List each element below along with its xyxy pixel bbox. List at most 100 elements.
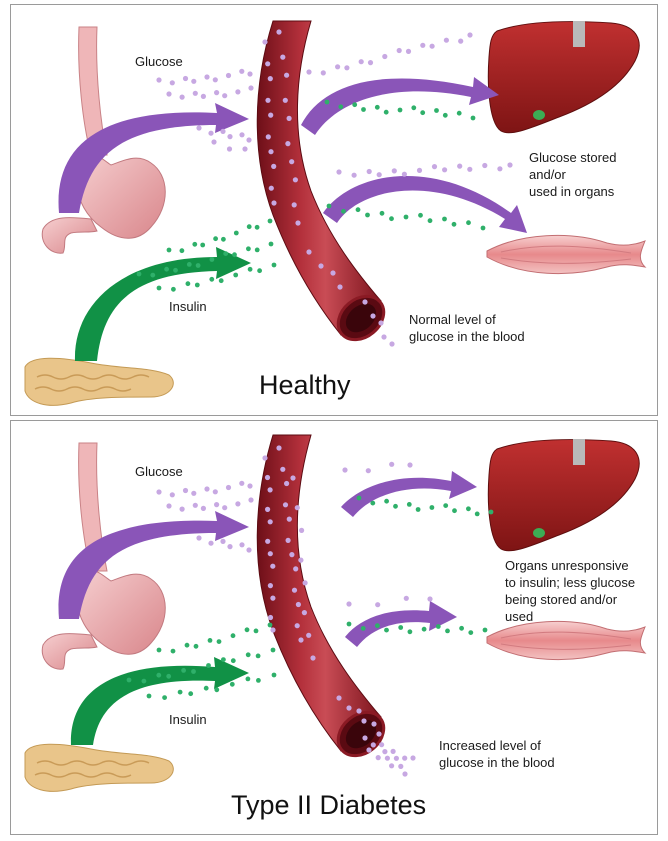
molecule-dot: [403, 595, 409, 601]
healthy-illustration: [24, 20, 647, 406]
molecule-dot: [204, 74, 210, 80]
molecule-dot: [136, 271, 142, 277]
molecule-dot: [294, 505, 300, 511]
molecule-dot: [370, 313, 376, 319]
molecule-dot: [466, 220, 471, 226]
molecule-dot: [384, 627, 389, 633]
molecule-dot: [378, 320, 384, 326]
molecule-dot: [156, 77, 162, 83]
molecule-dot: [467, 32, 473, 38]
blood-level-label: Normal level of glucose in the blood: [409, 311, 525, 345]
molecule-dot: [276, 29, 282, 35]
molecule-dot: [280, 466, 286, 472]
molecule-dots: [136, 29, 513, 347]
molecule-dot: [418, 212, 423, 218]
molecule-dot: [324, 99, 330, 105]
molecule-dot: [497, 166, 503, 172]
molecule-dot: [299, 527, 305, 533]
organs-label-line: being stored and/or: [505, 592, 618, 607]
molecule-dot: [375, 755, 381, 761]
glucose-to-blood-arrow: [58, 103, 249, 213]
molecule-dot: [196, 125, 202, 131]
molecule-dot: [166, 673, 172, 679]
molecule-dot: [166, 247, 172, 253]
molecule-dot: [227, 544, 233, 550]
molecule-dot: [184, 642, 190, 648]
molecule-dot: [302, 580, 308, 586]
molecule-dot: [342, 467, 348, 473]
blood-level-label: Increased level of glucose in the blood: [439, 737, 555, 771]
glucose-to-blood-arrow: [58, 511, 249, 619]
molecule-dot: [335, 64, 341, 70]
molecule-dot: [282, 97, 288, 103]
molecule-dot: [410, 755, 416, 761]
molecule-dots: [126, 445, 494, 777]
molecule-dot: [276, 445, 282, 451]
molecule-dot: [257, 268, 262, 274]
molecule-dot: [456, 110, 462, 116]
molecule-dot: [170, 648, 176, 654]
molecule-dot: [398, 763, 404, 769]
molecule-dot: [227, 134, 233, 140]
molecule-dot: [204, 486, 210, 492]
molecule-dot: [162, 695, 168, 700]
molecule-dot: [245, 652, 251, 658]
molecule-dot: [200, 93, 206, 99]
molecule-dot: [214, 687, 220, 693]
molecule-dot: [164, 266, 170, 272]
molecule-dot: [411, 105, 417, 111]
molecule-dot: [482, 162, 488, 169]
blood-level-label-line: Increased level of: [439, 738, 541, 753]
organs-label-line: to insulin; less glucose: [505, 575, 636, 590]
molecule-dot: [405, 48, 412, 55]
molecule-dot: [306, 69, 312, 75]
molecule-dot: [467, 166, 473, 172]
molecule-dot: [286, 516, 292, 522]
molecule-dot: [431, 164, 438, 170]
molecule-dot: [244, 627, 250, 633]
healthy-panel: Glucose Insulin Glucose stored and/or us…: [10, 4, 658, 416]
molecule-dot: [235, 501, 241, 507]
molecule-dot: [376, 172, 382, 178]
molecule-dot: [282, 502, 289, 508]
molecule-dot: [246, 224, 252, 230]
molecule-dot: [203, 685, 209, 691]
blood-vessel-icon: [256, 20, 386, 342]
molecule-dot: [289, 159, 295, 165]
molecule-dot: [429, 505, 435, 510]
molecule-dot: [346, 621, 352, 627]
molecule-dot: [222, 93, 228, 99]
molecule-dot: [360, 626, 366, 631]
molecule-dot: [374, 104, 380, 110]
organs-label: Glucose stored and/or used in organs: [529, 149, 616, 200]
pancreas-icon: [24, 357, 174, 406]
molecule-dot: [402, 771, 408, 777]
glucose-label: Glucose: [135, 464, 183, 479]
organs-label-line: used in organs: [529, 184, 615, 199]
molecule-dot: [416, 167, 423, 173]
molecule-dot: [285, 537, 291, 543]
molecule-dot: [451, 221, 457, 227]
molecule-dot: [320, 70, 326, 76]
molecule-dot: [306, 249, 312, 255]
molecule-dot: [306, 632, 312, 638]
molecule-dot: [344, 65, 350, 71]
molecule-dot: [192, 90, 198, 96]
molecule-dot: [442, 216, 447, 222]
molecule-dot: [209, 257, 215, 262]
molecule-dot: [356, 708, 362, 714]
molecule-dot: [457, 163, 463, 169]
molecule-dot: [173, 267, 178, 273]
molecule-dot: [195, 263, 201, 268]
molecule-dot: [212, 489, 218, 495]
molecule-dot: [271, 672, 277, 678]
molecule-dot: [181, 668, 187, 673]
molecule-dot: [407, 462, 413, 468]
molecule-dot: [270, 647, 276, 653]
molecule-dot: [239, 542, 245, 548]
molecule-dot: [337, 284, 343, 290]
organs-label-line: and/or: [529, 167, 566, 182]
molecule-dot: [270, 563, 276, 569]
molecule-dot: [346, 601, 352, 607]
molecule-dot: [292, 177, 298, 183]
